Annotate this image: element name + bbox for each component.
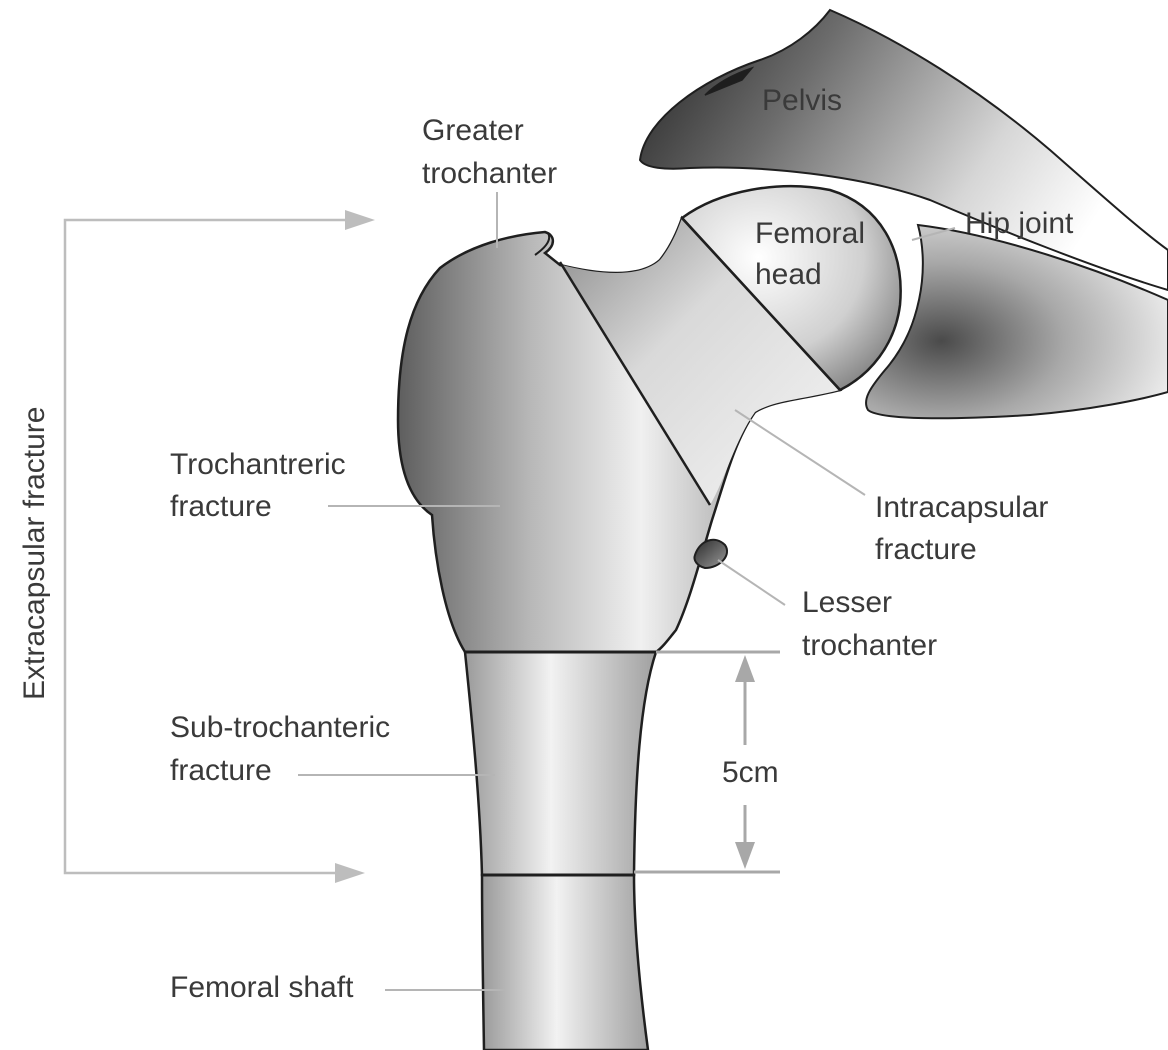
femoral-shaft-shape xyxy=(482,875,648,1050)
label-trochantreric-line2: fracture xyxy=(170,490,272,523)
label-pelvis: Pelvis xyxy=(762,84,842,117)
label-trochantreric-line1: Trochantreric xyxy=(170,448,346,481)
dimension-arrowhead-up xyxy=(735,655,755,682)
dimension-arrowhead-down xyxy=(735,842,755,869)
label-hip-joint: Hip joint xyxy=(965,207,1074,240)
bracket-arrow-top xyxy=(345,210,375,230)
label-greater-trochanter: Greater trochanter xyxy=(422,114,557,190)
label-femoral-head-line2: head xyxy=(755,258,822,291)
label-intracapsular-fracture: Intracapsular fracture xyxy=(875,491,1057,566)
label-lesser-trochanter-line2: trochanter xyxy=(802,629,937,662)
leader-lesser-trochanter xyxy=(718,560,785,605)
leader-intracapsular xyxy=(735,410,865,495)
label-femoral-head-line1: Femoral xyxy=(755,217,865,250)
label-lesser-trochanter: Lesser trochanter xyxy=(802,586,937,662)
label-femoral-shaft: Femoral shaft xyxy=(170,971,354,1004)
label-greater-trochanter-line1: Greater xyxy=(422,114,524,147)
bracket-arrow-bottom xyxy=(335,863,365,883)
label-intracapsular-line1: Intracapsular xyxy=(875,491,1048,524)
label-lesser-trochanter-line1: Lesser xyxy=(802,586,892,619)
subtrochanteric-shape xyxy=(465,652,656,875)
label-trochantreric-fracture: Trochantreric fracture xyxy=(170,448,354,523)
label-intracapsular-line2: fracture xyxy=(875,533,977,566)
label-greater-trochanter-line2: trochanter xyxy=(422,157,557,190)
label-dimension-5cm: 5cm xyxy=(722,756,779,789)
label-extracapsular-fracture: Extracapsular fracture xyxy=(18,407,51,700)
label-subtrochanteric-line2: fracture xyxy=(170,754,272,787)
label-subtrochanteric-line1: Sub-trochanteric xyxy=(170,711,390,744)
